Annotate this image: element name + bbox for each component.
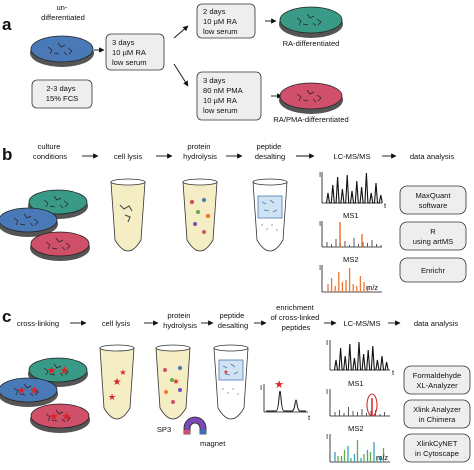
c-tube-lysis: ★ ★ ★ <box>99 344 135 420</box>
svg-text:t: t <box>308 413 311 422</box>
b-ms1-label: MS1 <box>343 211 359 220</box>
culture-box <box>31 79 93 109</box>
svg-text:I: I <box>260 383 262 392</box>
b-tool-enrichr: Enrichr <box>399 257 467 283</box>
c-step-desalting: peptide desalting <box>218 311 248 330</box>
crosslink-star-icon: ★ <box>274 379 284 391</box>
c-step-lysis: cell lysis <box>102 319 130 328</box>
svg-text:★ ★: ★ ★ <box>49 411 72 423</box>
step-box <box>105 33 165 71</box>
c-ms2-spectrum: MS2 I m/z <box>326 424 390 463</box>
c-ms1-label: MS1 <box>348 379 364 388</box>
c-enrichment-chromatogram: I t ★ <box>260 379 311 422</box>
arrow-a-up <box>173 25 189 39</box>
c-step-crosslink: cross-linking <box>17 319 59 328</box>
svg-text:I: I <box>326 432 328 441</box>
b-dish-red <box>30 231 90 261</box>
b-ms2-spectrum: MS2 I m/z <box>319 255 382 293</box>
panel-c-letter: c <box>2 307 11 326</box>
c-ms1-spectrum: MS1 I <box>326 379 390 417</box>
c-chromatogram: I t <box>326 338 395 377</box>
svg-text:I: I <box>326 338 328 347</box>
dish-undifferentiated <box>30 35 94 67</box>
ra-box <box>196 3 256 39</box>
ra-box-text: 2 days 10 µM RA low serum <box>203 7 239 36</box>
culture-box-text: 2-3 days 15% FCS <box>46 84 79 103</box>
svg-text:Enrichr: Enrichr <box>421 266 446 275</box>
c-dish-blue: ★ ★ <box>0 377 58 407</box>
b-tube-hydrolysis <box>182 178 218 252</box>
svg-text:★: ★ <box>108 392 116 402</box>
c-step-analysis: data analysis <box>414 319 459 328</box>
svg-text:t: t <box>384 201 387 210</box>
c-dish-red: ★ ★ <box>30 403 90 433</box>
c-step-lcms: LC-MS/MS <box>343 319 380 328</box>
b-dish-blue <box>0 207 58 237</box>
dish-ra <box>279 6 343 38</box>
svg-text:★: ★ <box>113 377 122 388</box>
svg-text:★: ★ <box>119 368 126 377</box>
panel-b-letter: b <box>2 145 12 164</box>
svg-text:★: ★ <box>172 377 179 386</box>
pma-box-text: 3 days 80 nM PMA 10 µM RA low serum <box>203 76 244 115</box>
c-magnet-label: magnet <box>200 439 226 448</box>
svg-text:I: I <box>319 219 321 228</box>
pma-box <box>196 71 262 121</box>
c-ms2-label: MS2 <box>348 424 364 433</box>
undiff-label: un- differentiated <box>41 3 85 22</box>
pma-result-label: RA/PMA-differentiated <box>273 115 348 124</box>
c-step-hydrolysis: protein hydrolysis <box>163 311 197 330</box>
b-tube-lysis <box>110 178 146 252</box>
svg-text:m/z: m/z <box>376 453 388 462</box>
svg-text:I: I <box>326 387 328 396</box>
svg-text:★: ★ <box>223 369 228 376</box>
svg-text:★ ★: ★ ★ <box>47 365 70 377</box>
c-step-enrichment: enrichment of cross-linked peptides <box>270 303 321 332</box>
svg-text:t: t <box>392 368 395 377</box>
svg-text:I: I <box>319 263 321 272</box>
svg-text:I: I <box>319 170 321 179</box>
arrow-a-down <box>173 63 189 87</box>
c-tube-hydrolysis: ★ <box>155 344 191 420</box>
b-chromatogram: I t <box>319 170 387 210</box>
svg-text:★ ★: ★ ★ <box>17 385 40 397</box>
magnet-icon <box>183 416 207 435</box>
b-step-desalting: peptide desalting <box>255 142 285 161</box>
b-step-culture: culture conditions <box>33 142 67 161</box>
step-box-text: 3 days 10 µM RA low serum <box>112 38 148 67</box>
b-tube-desalting <box>252 178 288 252</box>
b-ms2-label: MS2 <box>343 255 359 264</box>
b-ms1-spectrum: MS1 I <box>319 211 382 248</box>
b-step-lcms: LC-MS/MS <box>333 152 370 161</box>
ra-result-label: RA-differentiated <box>283 39 340 48</box>
panel-a-letter: a <box>2 15 12 34</box>
b-step-lysis: cell lysis <box>114 152 142 161</box>
b-step-hydrolysis: protein hydrolysis <box>183 142 217 161</box>
c-sp3-label: SP3 <box>157 425 171 434</box>
b-step-analysis: data analysis <box>410 152 455 161</box>
precursor-highlight <box>366 393 378 417</box>
svg-text:m/z: m/z <box>366 283 378 292</box>
c-tube-desalting: ★ <box>213 344 249 420</box>
dish-pma <box>279 82 343 114</box>
